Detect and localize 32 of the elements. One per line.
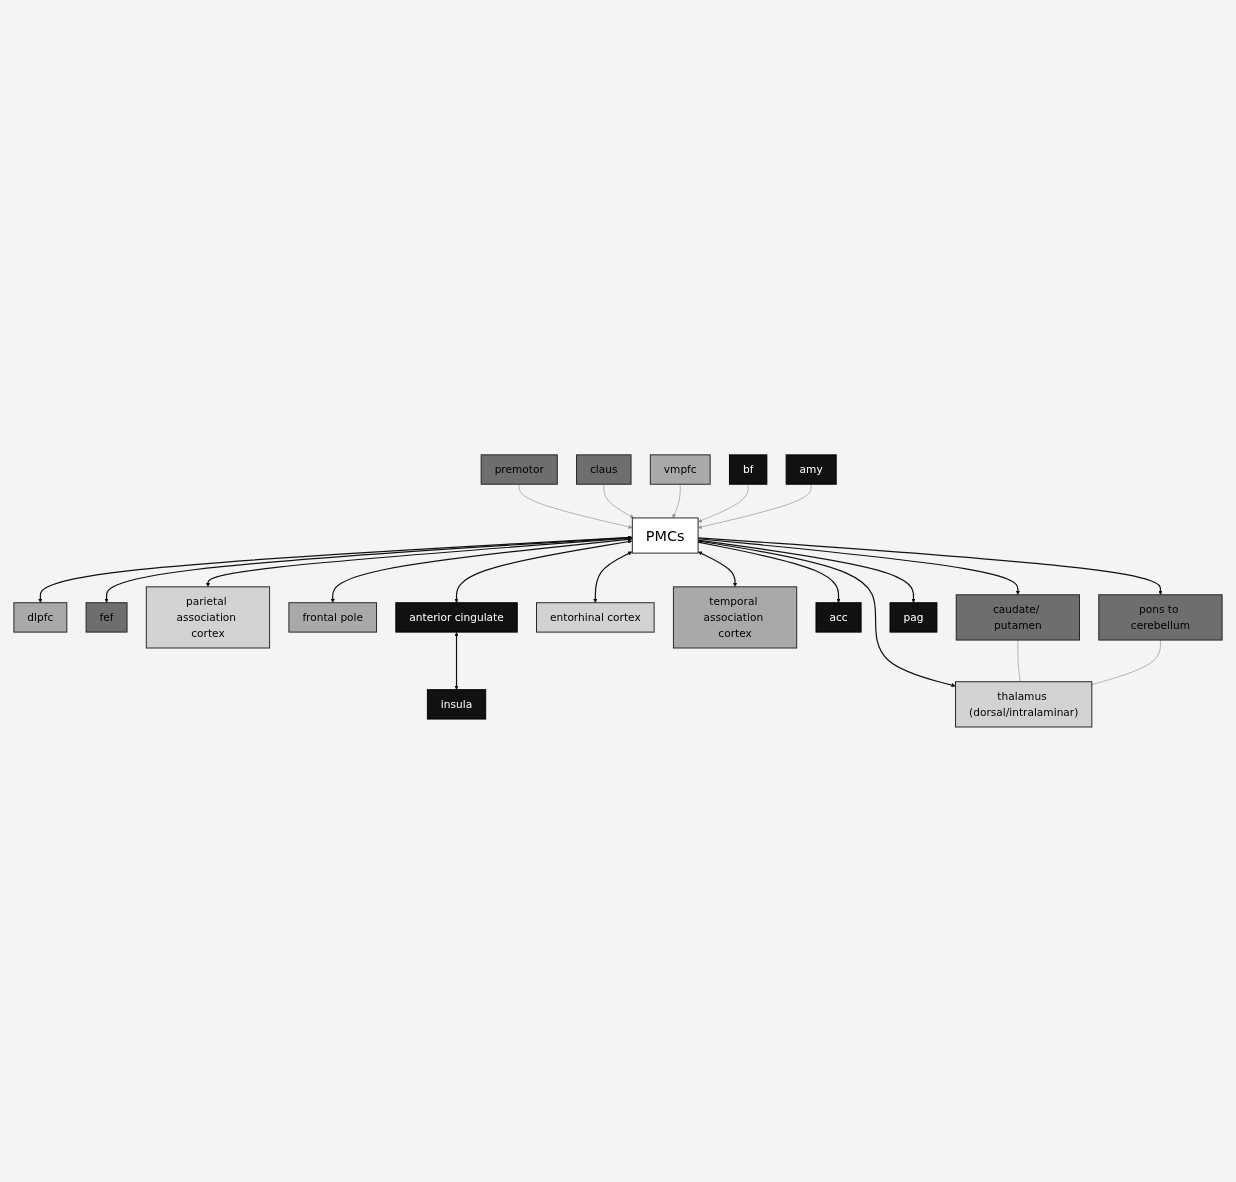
arrow — [697, 541, 841, 603]
node-box: PMCs — [631, 517, 699, 554]
connector — [1017, 639, 1021, 683]
node-box: frontal pole — [288, 602, 378, 633]
node-box: acc — [815, 602, 862, 633]
arrow — [330, 537, 633, 603]
node-box: caudate/ putamen — [955, 594, 1080, 641]
arrow — [454, 539, 633, 603]
arrow — [593, 551, 633, 603]
arrow — [697, 538, 1020, 596]
node-box: thalamus (dorsal/intralaminar) — [955, 681, 1093, 728]
node-box: premotor — [480, 454, 558, 485]
node-box: claus — [576, 454, 632, 485]
node-box: parietal association cortex — [145, 586, 271, 649]
arrow — [698, 539, 956, 688]
node-box: vmpfc — [649, 454, 711, 485]
node-box: pag — [889, 602, 938, 633]
connector — [1091, 639, 1161, 686]
arrow — [454, 632, 459, 690]
node-box: dlpfc — [13, 602, 68, 633]
node-box: pons to cerebellum — [1098, 594, 1223, 641]
arrow — [205, 536, 633, 588]
node-box: entorhinal cortex — [536, 602, 655, 633]
node-box: temporal association cortex — [672, 586, 798, 649]
node-box: anterior cingulate — [395, 602, 518, 633]
node-box: amy — [785, 454, 837, 485]
arrow — [698, 551, 738, 588]
node-box: fef — [85, 602, 128, 633]
arrow — [697, 539, 916, 603]
node-box: insula — [426, 689, 487, 720]
arrow — [697, 537, 1163, 596]
node-box: bf — [728, 454, 768, 485]
